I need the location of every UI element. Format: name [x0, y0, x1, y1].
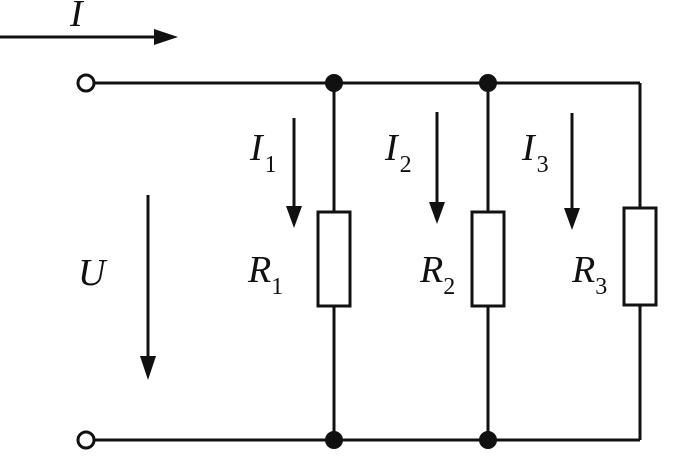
junction-top-2 — [479, 74, 497, 92]
total-current-label: I — [69, 0, 85, 35]
bottom-terminal — [76, 430, 96, 450]
junction-top-1 — [325, 74, 343, 92]
branch-1 — [286, 74, 352, 449]
current-label-2: I2 — [384, 127, 412, 178]
resistor-label-1: R1 — [247, 249, 283, 300]
resistor-label-3: R3 — [571, 249, 607, 300]
junction-bottom-2 — [479, 431, 497, 449]
junction-bottom-1 — [325, 431, 343, 449]
total-current-arrow — [0, 29, 178, 45]
current-label-3: I3 — [521, 127, 549, 178]
resistor-label-2: R2 — [419, 249, 455, 300]
branch-3 — [564, 83, 658, 440]
voltage-label: U — [78, 252, 108, 294]
branch-2 — [429, 74, 506, 449]
resistor-r2 — [470, 210, 506, 308]
resistor-r3 — [622, 206, 658, 307]
resistor-r1 — [316, 210, 352, 308]
current-label-1: I1 — [249, 127, 277, 178]
top-terminal — [76, 73, 96, 93]
voltage-arrow — [140, 195, 156, 380]
